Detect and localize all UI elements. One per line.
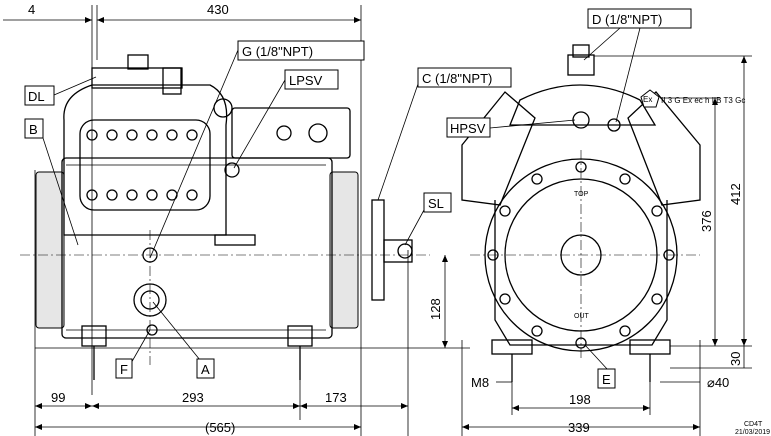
dim-overall: (565) [205, 420, 235, 435]
dim-height-inner: 376 [699, 210, 714, 232]
label-b: B [29, 122, 38, 137]
label-dl: DL [28, 89, 45, 104]
dim-bottom-mid: 293 [182, 390, 204, 405]
side-view-callouts: DL B G (1/8"NPT) LPSV C (1/8"NPT) SL F A [24, 40, 512, 379]
side-view [20, 5, 470, 436]
front-view-dimensions: 376 412 30 ⌀40 M8 198 339 [462, 56, 747, 435]
drawing-code: CD4T [744, 421, 763, 428]
atex-text: II 3 G Ex ec h IIB T3 Gc [661, 96, 745, 105]
atex-marking: Ex II 3 G Ex ec h IIB T3 Gc [640, 89, 745, 108]
dim-length-top: 430 [207, 2, 229, 17]
dim-height-sl: 128 [428, 298, 443, 320]
atex-symbol: Ex [643, 95, 652, 104]
out-mark: OUT [574, 313, 590, 320]
label-d: D (1/8"NPT) [592, 12, 662, 27]
dim-bolt-spacing: 198 [569, 392, 591, 407]
label-a: A [201, 362, 210, 377]
label-c: C (1/8"NPT) [422, 71, 492, 86]
dim-foot: 30 [728, 352, 743, 366]
dim-width: 339 [568, 420, 590, 435]
label-e: E [602, 372, 611, 387]
dim-height-outer: 412 [728, 183, 743, 205]
dim-foot-diameter: ⌀40 [707, 375, 729, 390]
dim-bolt: M8 [471, 375, 489, 390]
dim-offset-left: 4 [28, 2, 35, 17]
label-sl: SL [428, 196, 444, 211]
side-view-dimensions: 4 430 128 99 293 173 (565) [3, 2, 448, 435]
label-hpsv: HPSV [450, 121, 486, 136]
front-view: TOP OUT [461, 44, 752, 436]
label-g: G (1/8"NPT) [242, 44, 313, 59]
dim-bottom-right: 173 [325, 390, 347, 405]
head-bolts [86, 129, 198, 201]
label-f: F [120, 362, 128, 377]
drawing-date: 21/03/2019 [735, 429, 770, 436]
front-view-callouts: D (1/8"NPT) HPSV E [446, 8, 692, 389]
label-lpsv: LPSV [289, 73, 323, 88]
dim-bottom-left: 99 [51, 390, 65, 405]
